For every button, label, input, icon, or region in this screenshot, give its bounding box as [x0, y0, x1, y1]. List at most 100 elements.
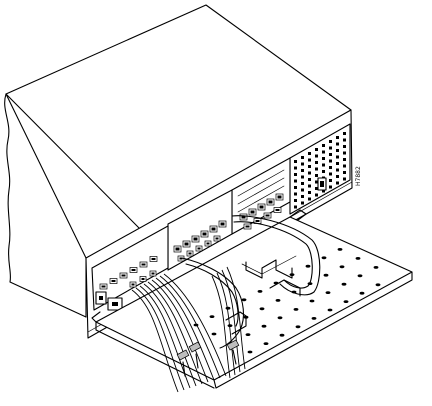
cable-strand [131, 289, 179, 393]
tray-hole [305, 264, 311, 268]
tray-hole [375, 283, 381, 287]
grille-hole [329, 140, 332, 143]
grille-hole [308, 171, 311, 175]
chassis-side-top-edge [5, 93, 87, 259]
grille-hole [315, 180, 318, 184]
tray-bracket-right [289, 209, 307, 221]
port-pins [211, 227, 216, 231]
grille-hole [336, 155, 339, 159]
tray-hole [355, 257, 361, 260]
cable-strand [155, 277, 215, 381]
tray-hole [309, 299, 315, 303]
tray-hole [373, 266, 379, 269]
grille-hole [294, 186, 297, 189]
cable-tie-3 [226, 339, 240, 351]
grille-hole [308, 184, 311, 188]
figure-callout-id: H7882 [355, 166, 362, 186]
cable-strand [135, 287, 185, 391]
cable-strand [211, 275, 231, 379]
port-pins [206, 242, 210, 245]
grille-hole [308, 197, 311, 201]
grille-hole [294, 160, 297, 163]
loop-cable-inner [233, 221, 313, 289]
port-pins [197, 247, 201, 250]
port-pins [175, 247, 180, 251]
cable-guide-right-base [241, 255, 297, 275]
grille-hole [308, 152, 311, 155]
tray-hole [263, 342, 269, 345]
cable-strand [159, 275, 221, 379]
grille-hole [329, 166, 332, 169]
grille-hole [329, 159, 332, 163]
port-pins [121, 274, 126, 277]
tray-hole [225, 306, 231, 310]
tray-hole [343, 300, 349, 303]
tray-hole [209, 315, 215, 318]
tray-hole [337, 248, 343, 251]
grille-hole [322, 157, 325, 160]
port-pins [220, 222, 225, 226]
port-pins [265, 214, 270, 217]
grille-hole [329, 185, 332, 189]
grille-hole [308, 191, 311, 194]
connector-row-upper-right [239, 193, 284, 230]
port-pins [179, 257, 183, 260]
grille-hole [343, 151, 346, 155]
chassis-break-line [4, 93, 11, 283]
cable-strand [163, 273, 227, 377]
grille-hole [315, 167, 318, 171]
port-pins [141, 263, 146, 266]
port-pins [268, 200, 273, 204]
grille-hole [315, 148, 318, 151]
grille-hole [336, 142, 339, 146]
cable-strand [221, 269, 241, 373]
tray-hole [247, 350, 253, 354]
grille-hole [329, 179, 332, 182]
grille-hole [301, 156, 304, 159]
grille-hole [343, 132, 346, 135]
connector-row-center [173, 220, 227, 262]
port-pins [250, 210, 255, 214]
grille-hole [315, 161, 318, 164]
grille-hole [343, 164, 346, 168]
grille-hole [308, 165, 311, 168]
loop-cables [181, 215, 321, 349]
grille-hole [308, 178, 311, 181]
cable-guide-right [245, 259, 293, 279]
grille-hole [329, 146, 332, 150]
grille-hole [315, 187, 318, 190]
grille-hole [336, 162, 339, 165]
port-pins [131, 283, 135, 286]
grille-hole [294, 205, 297, 209]
cable-strand [216, 272, 236, 376]
tray-hole [357, 274, 363, 278]
tray-hole [245, 333, 251, 336]
grille-hole [315, 154, 318, 158]
tray-hole [295, 325, 301, 329]
grille-hole [343, 138, 346, 142]
tray-hole [241, 298, 247, 302]
tray-hole [325, 291, 331, 294]
rear-panel [91, 123, 351, 311]
grille-hole [301, 188, 304, 192]
fan-grille-holes [294, 132, 346, 209]
grille-hole [336, 175, 339, 178]
grille-hole [294, 199, 297, 202]
grille-hole [301, 195, 304, 198]
grille-hole [294, 173, 297, 176]
grille-hole [294, 166, 297, 170]
grille-hole [308, 158, 311, 162]
port-pins [241, 215, 246, 219]
tray-hole [293, 308, 299, 311]
grille-hole [336, 149, 339, 152]
connector-row-left [99, 256, 158, 290]
cable-strand [143, 283, 197, 387]
port-pins [131, 269, 136, 271]
port-pins [202, 232, 207, 236]
tray-perforations [193, 248, 381, 354]
grille-hole [343, 171, 346, 174]
loop-cable-outer [231, 215, 321, 296]
grille-hole [322, 170, 325, 173]
grille-hole [336, 181, 339, 185]
grille-hole [343, 145, 346, 148]
